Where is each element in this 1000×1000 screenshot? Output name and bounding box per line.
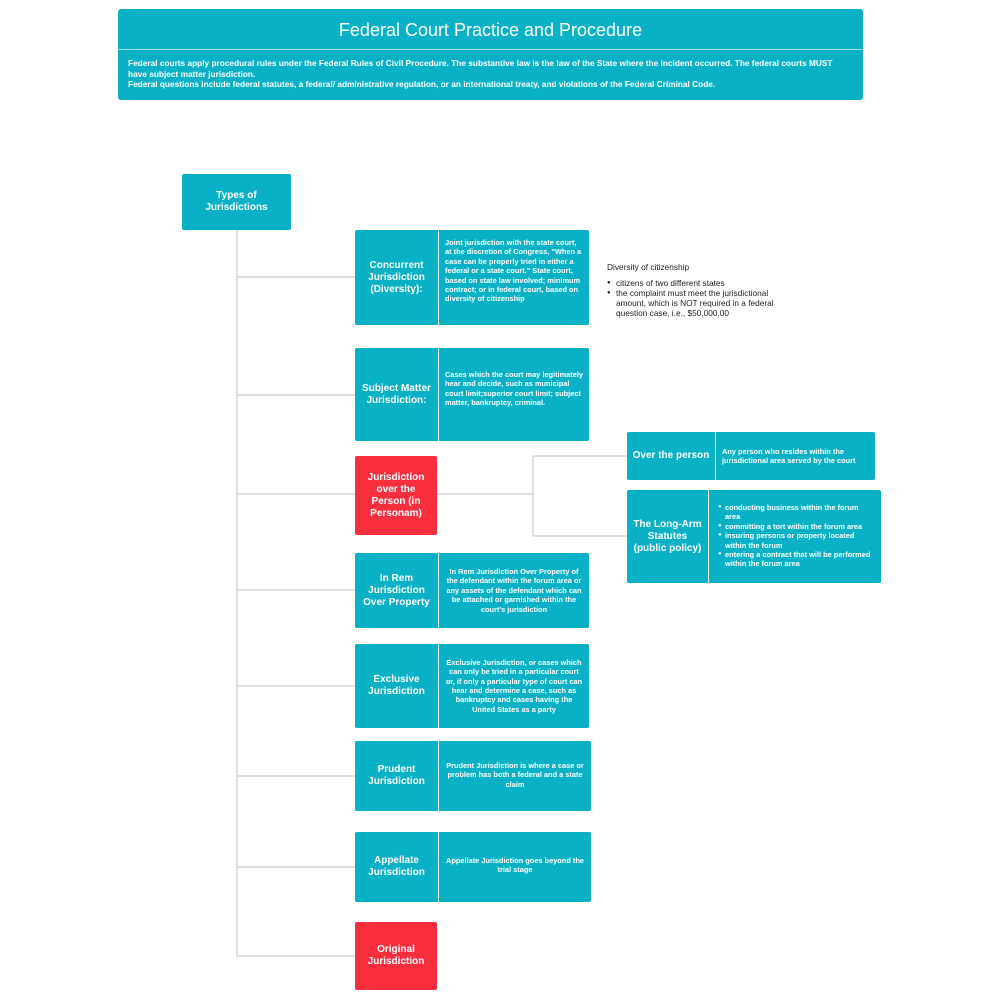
longarm-item: conducting business within the forum are… <box>718 503 875 522</box>
node-prudent-jurisdiction: Prudent Jurisdiction Prudent Jurisdictio… <box>355 741 591 811</box>
node-in-rem-jurisdiction: In Rem Jurisdiction Over Property In Rem… <box>355 553 589 628</box>
longarm-text: conducting business within the forum are… <box>708 490 881 583</box>
longarm-item: insuring persons or property located wit… <box>718 531 875 550</box>
trunk-connector <box>236 230 355 957</box>
node-over-the-person: Over the person Any person who resides w… <box>627 432 875 480</box>
personam-label: Jurisdiction over the Person (in Persona… <box>367 471 425 519</box>
node-appellate-jurisdiction: Appellate Jurisdiction Appellate Jurisdi… <box>355 832 591 902</box>
root-label: Types of Jurisdictions <box>205 190 268 213</box>
longarm-item: committing a tort within the forum area <box>718 522 875 532</box>
inrem-label: In Rem Jurisdiction Over Property <box>363 572 430 608</box>
diversity-note-item: citizens of two different states <box>607 278 792 288</box>
diversity-note-title: Diversity of citizenship <box>607 262 690 272</box>
node-subject-matter-jurisdiction: Subject Matter Jurisdiction: Cases which… <box>355 348 589 441</box>
overperson-text: Any person who resides within the jurisd… <box>715 432 875 480</box>
concurrent-label: Concurrent Jurisdiction (Diversity): <box>368 259 425 295</box>
node-long-arm-statutes: The Long-Arm Statutes (public policy) co… <box>627 490 881 583</box>
appellate-label: Appellate Jurisdiction <box>368 855 425 878</box>
exclusive-label: Exclusive Jurisdiction <box>368 674 425 697</box>
appellate-text: Appellate Jurisdiction goes beyond the t… <box>438 832 591 902</box>
longarm-item: entering a contract that will be perform… <box>718 550 875 569</box>
inrem-text: In Rem Jurisdiction Over Property of the… <box>438 553 589 628</box>
diversity-note: Diversity of citizenship citizens of two… <box>607 262 792 318</box>
page-title: Federal Court Practice and Procedure <box>118 9 863 50</box>
longarm-label: The Long-Arm Statutes (public policy) <box>633 518 702 554</box>
concurrent-text: Joint jurisdiction with the state court,… <box>438 230 589 325</box>
longarm-list: conducting business within the forum are… <box>718 503 875 569</box>
diversity-note-list: citizens of two different states the com… <box>607 278 792 318</box>
header-description-line-2: Federal questions include federal statut… <box>128 79 716 89</box>
node-concurrent-jurisdiction: Concurrent Jurisdiction (Diversity): Joi… <box>355 230 589 325</box>
prudent-label: Prudent Jurisdiction <box>368 764 425 787</box>
subject-text: Cases which the court may legitimately h… <box>438 348 589 441</box>
exclusive-text: Exclusive Jurisdiction, or cases which c… <box>438 644 589 728</box>
header-description: Federal courts apply procedural rules un… <box>118 50 863 90</box>
subject-label: Subject Matter Jurisdiction: <box>362 382 431 406</box>
diversity-note-item: the complaint must meet the jurisdiction… <box>607 288 792 318</box>
node-exclusive-jurisdiction: Exclusive Jurisdiction Exclusive Jurisdi… <box>355 644 589 728</box>
header-panel: Federal Court Practice and Procedure Fed… <box>118 9 863 100</box>
original-label: Original Jurisdiction <box>367 944 425 967</box>
root-node-types-of-jurisdictions: Types of Jurisdictions <box>182 174 291 230</box>
header-description-line-1: Federal courts apply procedural rules un… <box>128 58 833 79</box>
node-jurisdiction-over-person: Jurisdiction over the Person (in Persona… <box>355 456 437 535</box>
overperson-label: Over the person <box>632 450 710 461</box>
node-original-jurisdiction: Original Jurisdiction <box>355 922 437 990</box>
prudent-text: Prudent Jurisdiction is where a case or … <box>438 741 591 811</box>
